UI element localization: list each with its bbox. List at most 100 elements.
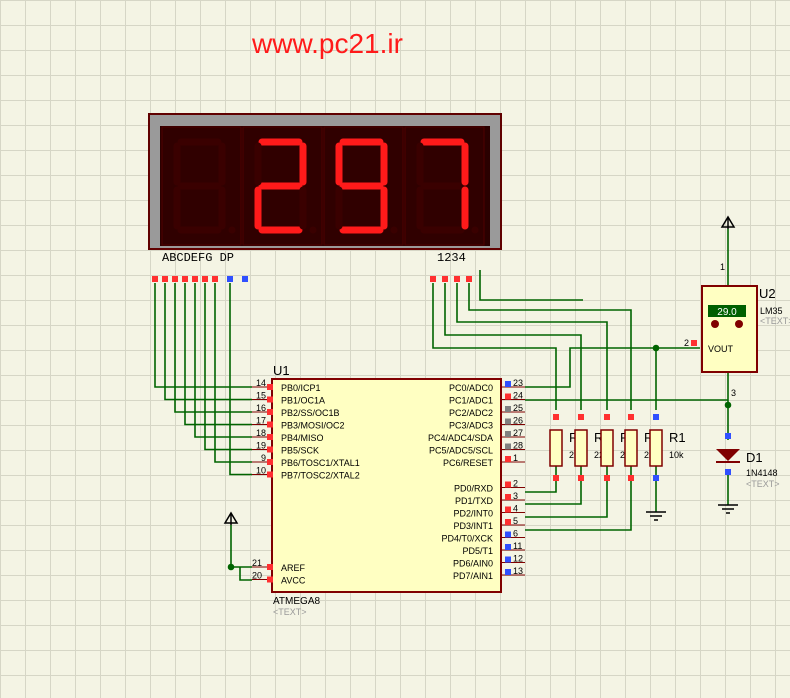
lm35-part: LM35 [760,306,783,316]
pin-number: 2 [513,479,518,489]
resistor-pin-bottom [628,475,634,481]
pin-number: 21 [252,558,262,568]
wire [456,283,608,410]
display-digit-pin [454,276,460,282]
lm35-down-button[interactable] [711,320,719,328]
pin-name: PB2/SS/OC1B [281,408,340,418]
resistor-value: 22 [594,450,604,460]
mcu-ref: U1 [273,363,290,378]
resistor-bank: R5220R22R4220R2220R110k [549,414,686,481]
pin-state [505,381,511,387]
pin-number: 16 [256,403,266,413]
pin-name: PC0/ADC0 [449,383,493,393]
display-seg-pin [152,276,158,282]
wire [432,283,557,410]
lm35-text: <TEXT> [760,316,790,326]
resistor-body [624,429,638,467]
pin-name: PD6/AIN0 [453,559,493,569]
display-seg-pin [192,276,198,282]
wire [479,270,583,301]
display-seg-pin [162,276,168,282]
pin-state [267,564,273,570]
pin-name: PC1/ADC1 [449,396,493,406]
pin-number: 26 [513,416,523,426]
pin-name: PD0/RXD [454,484,494,494]
lm35-pin3-num: 3 [731,388,736,398]
pin-name: PB1/OC1A [281,396,325,406]
resistor-pin-top [604,414,610,420]
pin-state [505,443,511,450]
pin-state [505,418,511,425]
display-segment-label: ABCDEFG DP [162,251,234,265]
resistor-body [549,429,563,467]
wire [239,567,252,581]
resistor-pin-top [628,414,634,420]
wire [229,283,252,476]
junction [227,563,235,571]
pin-name: PB4/MISO [281,433,324,443]
segment-dp [471,226,479,234]
pin-state [267,576,273,583]
diode-d1[interactable]: D1 1N4148 <TEXT> [716,449,780,489]
pin-state [267,446,273,453]
wire [154,283,252,388]
lm35-vout-label: VOUT [708,344,734,354]
pin-number: 27 [513,428,523,438]
pin-state [505,481,511,488]
pin-number: 15 [256,391,266,401]
wire [444,283,582,410]
pin-number: 14 [256,378,266,388]
resistor-pin-bottom [553,475,559,481]
pin-name: PD1/TXD [455,496,494,506]
pin-name: PD4/T0/XCK [441,534,493,544]
pin-number: 5 [513,516,518,526]
pin-state [505,431,511,437]
lm35-up-button[interactable] [735,320,743,328]
pin-number: 12 [513,554,523,564]
pin-state [505,393,511,400]
display-digit-label: 1234 [437,251,466,265]
pin-number: 3 [513,491,518,501]
pin-state [505,506,511,513]
display-digit-pin [466,276,472,282]
pin-number: 9 [261,453,266,463]
pin-name: PC3/ADC3 [449,421,493,431]
junction [724,401,732,409]
pin-state [505,544,511,550]
pin-name: PC5/ADC5/SCL [429,446,493,456]
pin-number: 17 [256,416,266,426]
diode-pin [725,433,731,439]
resistor-value: 10k [669,450,684,460]
pin-name: PC6/RESET [443,458,494,468]
pin-state [505,494,511,500]
pin-state [505,519,511,525]
pin-number: 18 [256,428,266,438]
resistor-ref: R [594,430,603,445]
resistor-pin-bottom [653,475,659,481]
lm35-reading: 29.0 [717,307,737,318]
resistor-pin-bottom [604,475,610,481]
pin-state [505,456,511,462]
display-seg-pin [172,276,178,282]
pin-number: 28 [513,441,523,451]
mcu-text: <TEXT> [273,607,307,617]
pin-number: 23 [513,378,523,388]
resistor-body [649,429,663,467]
resistor-pin-top [653,414,659,420]
pin-number: 20 [252,571,262,581]
lm35-sensor[interactable]: 29.0 VOUT U2 LM35 <TEXT> 1 2 3 [684,262,790,398]
pin-name: PD7/AIN1 [453,571,493,581]
diode-text: <TEXT> [746,479,780,489]
wire [525,347,700,388]
pin-state [505,531,511,538]
wire [174,283,252,413]
diode-part: 1N4148 [746,468,778,478]
wire [525,466,608,518]
pin-state [505,569,511,575]
resistor-body [574,429,588,467]
seven-segment-display[interactable]: ABCDEFG DP 1234 [148,113,502,282]
display-seg-pin [227,276,233,282]
pin-name: PB6/TOSC1/XTAL1 [281,458,360,468]
